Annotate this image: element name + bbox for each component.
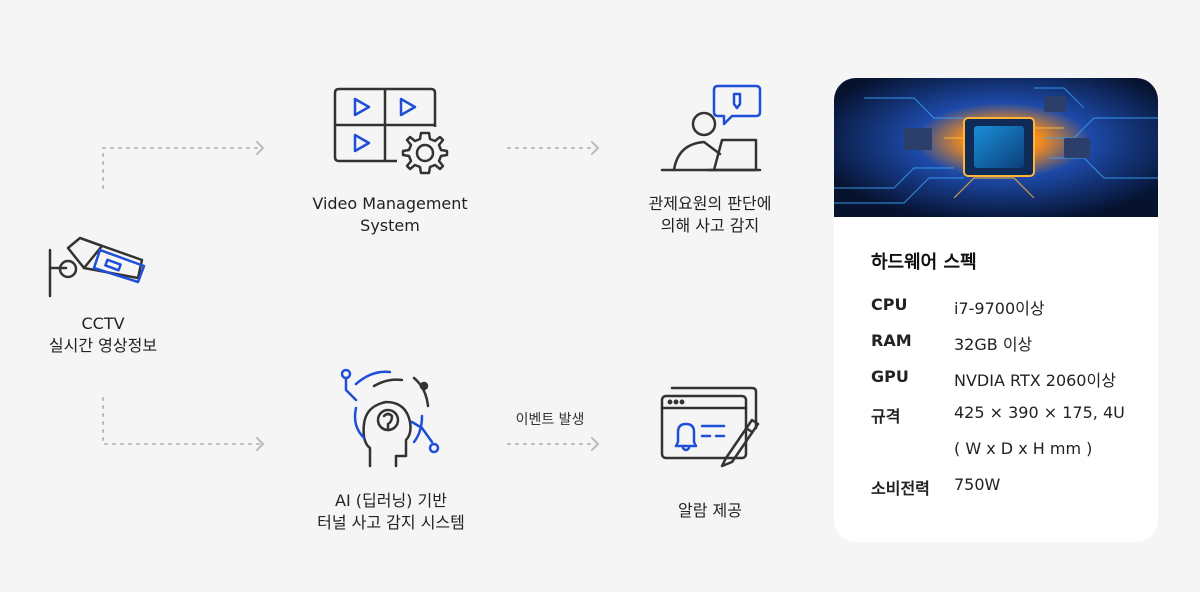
event-label: 이벤트 발생 — [515, 412, 585, 428]
circuit-board-image — [834, 78, 1158, 217]
spec-key: 규격 — [871, 407, 901, 426]
cctv-label-line2: 실시간 영상정보 — [48, 336, 158, 355]
ai-label-line1: AI (딥러닝) 기반 — [335, 491, 447, 510]
arrowhead-ai — [256, 437, 264, 451]
spec-value: i7-9700이상 — [954, 299, 1045, 318]
cctv-label-line1: CCTV — [81, 314, 125, 333]
ai-head-icon — [340, 368, 440, 468]
arrowhead-operator — [591, 141, 599, 155]
spec-key: RAM — [871, 331, 912, 350]
alarm-label: 알람 제공 — [678, 501, 742, 520]
arrowhead-alarm — [591, 437, 599, 451]
operator-label-line2: 의해 사고 감지 — [660, 216, 760, 235]
arrowhead-vms — [256, 141, 264, 155]
spec-key: GPU — [871, 367, 909, 386]
spec-value: 750W — [954, 475, 1001, 494]
spec-card-title: 하드웨어 스펙 — [871, 252, 977, 273]
alarm-bell-window-icon — [660, 386, 760, 468]
connector-cctv-vms — [102, 147, 263, 189]
operator-laptop-icon — [660, 84, 762, 172]
video-grid-gear-icon — [333, 87, 449, 175]
vms-label-line2: System — [360, 216, 420, 235]
operator-label-line1: 관제요원의 판단에 — [648, 194, 772, 213]
spec-value: NVDIA RTX 2060이상 — [954, 371, 1116, 390]
hardware-spec-card: 하드웨어 스펙 CPU i7-9700이상 RAM 32GB 이상 GPU NV… — [834, 78, 1158, 542]
spec-key: CPU — [871, 295, 908, 314]
spec-key: 소비전력 — [871, 479, 930, 498]
spec-value: 425 × 390 × 175, 4U — [954, 403, 1125, 422]
cctv-camera-icon — [48, 236, 146, 298]
vms-label-line1: Video Management — [312, 194, 468, 213]
ai-label-line2: 터널 사고 감지 시스템 — [317, 513, 465, 532]
spec-value: ( W x D x H mm ) — [954, 439, 1093, 458]
spec-value: 32GB 이상 — [954, 335, 1033, 354]
connector-cctv-ai — [102, 397, 263, 445]
